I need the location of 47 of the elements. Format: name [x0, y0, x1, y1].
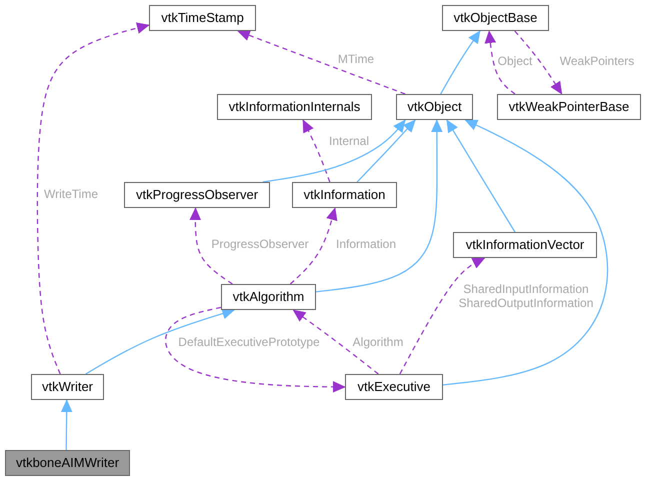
dashed-arrow [165, 306, 346, 393]
class-box [396, 94, 473, 120]
class-name: vtkObjectBase [454, 10, 538, 26]
class-box [217, 94, 372, 120]
arrow [316, 120, 443, 292]
class-box [497, 94, 641, 120]
class-box [149, 5, 256, 31]
class-name: vtkWeakPointerBase [508, 100, 630, 114]
class-name: vtkAlgorithm [232, 290, 304, 304]
dashed-arrow [302, 120, 330, 182]
class-box [31, 374, 104, 400]
class-name: vtkExecutive [358, 380, 430, 394]
arrow [85, 308, 235, 375]
dashed-arrow [290, 208, 338, 284]
edge-label: Object [496, 55, 534, 69]
arrow [356, 120, 416, 182]
class-name: vtkObject [407, 100, 462, 114]
class-name: vtkWriter [42, 380, 94, 394]
dashed-arrow [238, 30, 406, 95]
class-name: vtkTimeStamp [161, 10, 244, 26]
class-name: vtkInformationInternals [228, 100, 360, 114]
class-box [221, 284, 316, 310]
class-name: vtkboneAIMWriter [16, 456, 120, 470]
class-box [453, 232, 597, 258]
class-box [5, 450, 130, 476]
class-name: vtkInformation [304, 188, 386, 202]
class-box [345, 374, 443, 400]
dashed-arrow [399, 257, 485, 374]
dashed-arrow [514, 30, 562, 94]
class-name: vtkProgressObserver [136, 188, 258, 202]
arrow [446, 120, 516, 232]
arrow [442, 119, 608, 386]
arrow [262, 120, 406, 183]
class-name: vtkInformationVector [466, 238, 584, 252]
arrow [60, 400, 72, 450]
edge-label: DefaultExecutivePrototype [177, 336, 321, 350]
edge-label: Algorithm [352, 336, 404, 350]
dashed-arrow [292, 310, 379, 374]
dashed-arrow [190, 208, 233, 284]
edge-label: SharedInputInformation SharedOutputInformation [458, 283, 594, 311]
dashed-arrow [484, 30, 516, 94]
dashed-arrow [36, 22, 150, 374]
arrow [440, 30, 480, 94]
class-box [124, 182, 270, 208]
edge-label: ProgressObserver [210, 238, 310, 252]
class-box [292, 182, 397, 208]
class-box [442, 5, 549, 31]
